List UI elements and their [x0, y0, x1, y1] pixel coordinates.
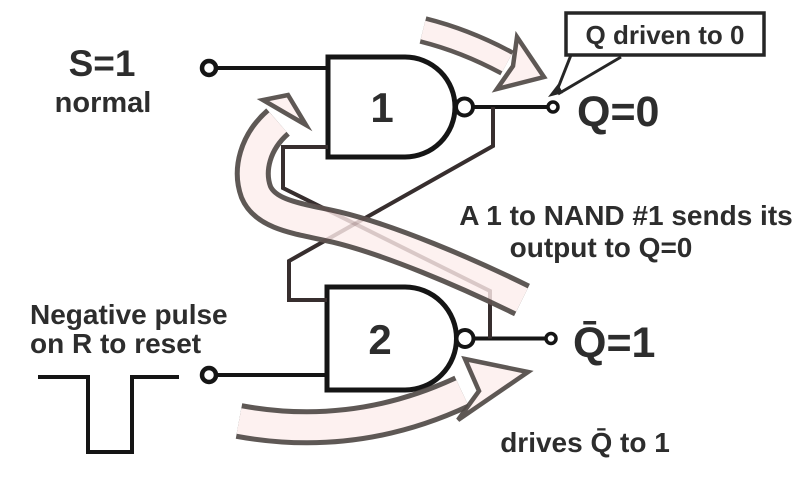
callout-pointer-tip-icon: [548, 84, 563, 97]
drives-qbar-note: drives Q̄ to 1: [500, 427, 670, 458]
s-input-label: S=1: [69, 43, 136, 84]
wiring-seen-through-arrows: [281, 107, 495, 339]
terminals: [199, 58, 560, 385]
arrow-drives-qbar-band: [236, 380, 468, 441]
callout-pointer-line-right: [557, 55, 622, 96]
nand-gate-2-body: [324, 284, 459, 393]
s-input-sublabel: normal: [55, 87, 152, 119]
nand-gate-2-label: 2: [368, 316, 391, 363]
qbar-output-label: Q̄=1: [573, 319, 655, 367]
arrow-feedback-band: [239, 112, 528, 312]
callout-label: Q driven to 0: [586, 20, 745, 50]
nand-gate-1-inversion-bubble: [454, 96, 475, 118]
nand-gate-2: 2: [324, 284, 476, 393]
r-input-terminal: [199, 365, 219, 385]
labels: S=1 normal Q=0 Q̄=1 A 1 to NAND #1 sends…: [30, 43, 793, 458]
feedback-qbar-to-gate1-wire: [281, 145, 492, 341]
arrow-drives-qbar-head-icon: [456, 355, 534, 422]
negative-pulse-waveform: [38, 375, 179, 454]
q-driven-callout: Q driven to 0: [548, 11, 766, 97]
r-pulse-note-line1: Negative pulse: [30, 299, 228, 330]
feedback-note-line1: A 1 to NAND #1 sends its: [459, 200, 792, 231]
ghost-feedback-qbar-wire: [281, 145, 492, 339]
q-output-label: Q=0: [577, 88, 659, 136]
nand-gate-1-label: 1: [370, 84, 393, 131]
feedback-q-to-gate2-wire: [287, 105, 495, 302]
arrow-drives-qbar: [235, 355, 534, 446]
circuit-wiring: [38, 66, 550, 454]
arrow-feedback-to-nand1: [234, 92, 530, 317]
s-input-terminal: [199, 58, 219, 78]
arrow-to-q-output-band: [420, 20, 512, 72]
arrow-feedback-head-icon: [256, 92, 313, 132]
qbar-output-terminal: [544, 331, 558, 346]
q-output-terminal: [546, 100, 560, 114]
nand-gate-1: 1: [325, 54, 475, 160]
arrow-to-q-output-head-icon: [491, 30, 548, 93]
callout-box: [564, 11, 766, 57]
r-pulse-note-line2: on R to reset: [30, 328, 201, 359]
ghost-feedback-q-wire: [287, 107, 495, 302]
arrow-to-q-output: [419, 16, 548, 93]
feedback-note-line2: output to Q=0: [510, 232, 693, 263]
nand-gate-2-inversion-bubble: [454, 328, 476, 349]
